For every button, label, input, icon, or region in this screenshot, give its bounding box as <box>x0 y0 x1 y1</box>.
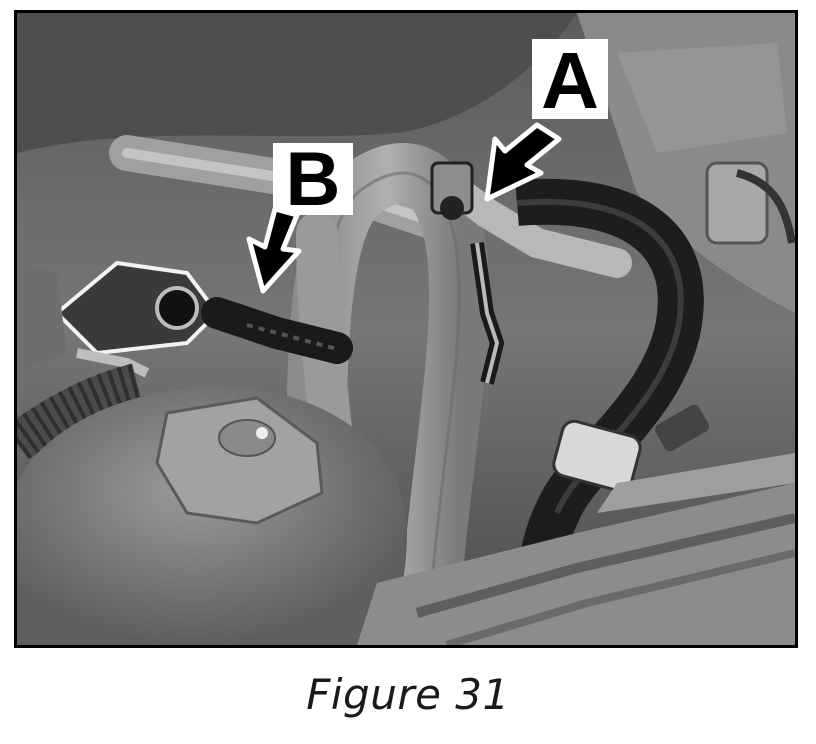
line-b-bolt <box>155 286 199 330</box>
engine-bay-illustration: A B <box>17 13 795 645</box>
callout-b-arrow <box>246 206 302 294</box>
figure-caption: Figure 31 <box>306 670 510 719</box>
callout-a-arrow <box>484 122 562 202</box>
hose-clamp <box>552 419 642 493</box>
callout-b: B <box>246 137 353 294</box>
callout-a-box <box>532 39 608 119</box>
callout-a: A <box>484 36 608 202</box>
callout-a-label: A <box>541 36 599 125</box>
callout-b-box <box>273 143 353 215</box>
callout-b-label: B <box>286 137 341 222</box>
reservoir-cap <box>155 396 324 525</box>
right-connector <box>705 161 769 245</box>
upper-panel <box>17 13 577 153</box>
engine-bay-photo: A B <box>14 10 798 648</box>
